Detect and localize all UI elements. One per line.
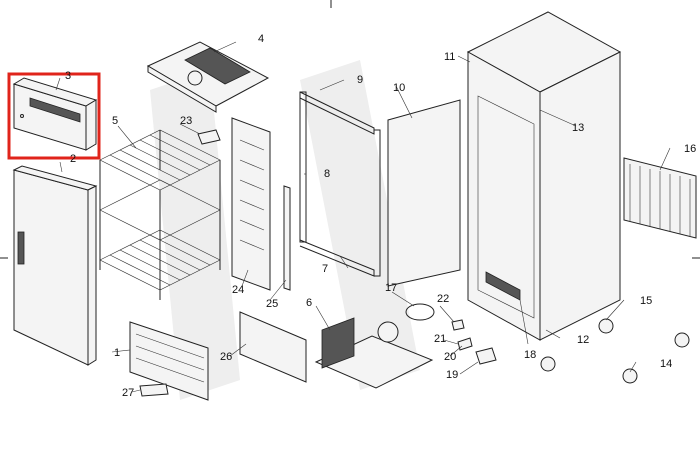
part-2-door[interactable] — [12, 165, 98, 366]
callout-21: 21 — [434, 333, 446, 345]
callout-labels: 3 2 5 4 23 24 25 8 7 9 10 11 13 16 15 14… — [65, 33, 696, 399]
part-26-plate[interactable] — [239, 311, 307, 383]
callout-17: 17 — [385, 282, 397, 294]
part-7-8-9-frame-rails[interactable] — [299, 91, 381, 277]
callout-14: 14 — [660, 358, 672, 370]
part-24-back-panel[interactable] — [231, 117, 271, 291]
part-1-bottom-grille[interactable] — [129, 321, 209, 401]
door-handle — [17, 231, 25, 265]
part-27-filter[interactable] — [139, 383, 169, 397]
callout-19: 19 — [446, 369, 458, 381]
callout-8: 8 — [324, 168, 330, 180]
callout-2: 2 — [70, 153, 76, 165]
callout-1: 1 — [114, 347, 120, 359]
callout-12: 12 — [577, 334, 589, 346]
callout-27: 27 — [122, 387, 134, 399]
callout-25: 25 — [266, 298, 278, 310]
part-5-wire-shelves[interactable] — [99, 129, 221, 300]
callout-11: 11 — [444, 51, 455, 63]
part-23-bracket[interactable] — [197, 129, 221, 145]
part-6-compressor-unit[interactable] — [314, 317, 434, 389]
callout-3: 3 — [65, 70, 71, 82]
part-3-top-grille[interactable] — [12, 77, 98, 151]
highlight-box — [7, 72, 101, 160]
leader-lines — [55, 41, 671, 393]
watermark — [150, 60, 420, 400]
callout-5: 5 — [112, 115, 118, 127]
callout-4: 4 — [258, 33, 264, 45]
part-25-post[interactable] — [283, 185, 291, 291]
part-4-top-unit[interactable] — [146, 41, 270, 113]
callout-10: 10 — [393, 82, 405, 94]
part-16-side-grille[interactable] — [623, 157, 697, 239]
callout-13: 13 — [572, 122, 584, 134]
callout-22: 22 — [437, 293, 449, 305]
callout-26: 26 — [220, 351, 232, 363]
part-11-13-cabinet[interactable] — [466, 11, 622, 341]
part-14-15-casters[interactable] — [540, 318, 690, 384]
callout-18: 18 — [524, 349, 536, 361]
callout-20: 20 — [444, 351, 456, 363]
callout-23: 23 — [180, 115, 192, 127]
callout-24: 24 — [232, 284, 244, 296]
part-17-capillary-tube[interactable] — [405, 303, 435, 321]
part-19-22-components[interactable] — [451, 319, 497, 365]
callout-9: 9 — [357, 74, 363, 86]
callout-16: 16 — [684, 143, 696, 155]
callout-15: 15 — [640, 295, 652, 307]
part-10-glass-panel[interactable] — [387, 99, 461, 287]
callout-6: 6 — [306, 297, 312, 309]
callout-7: 7 — [322, 263, 328, 275]
